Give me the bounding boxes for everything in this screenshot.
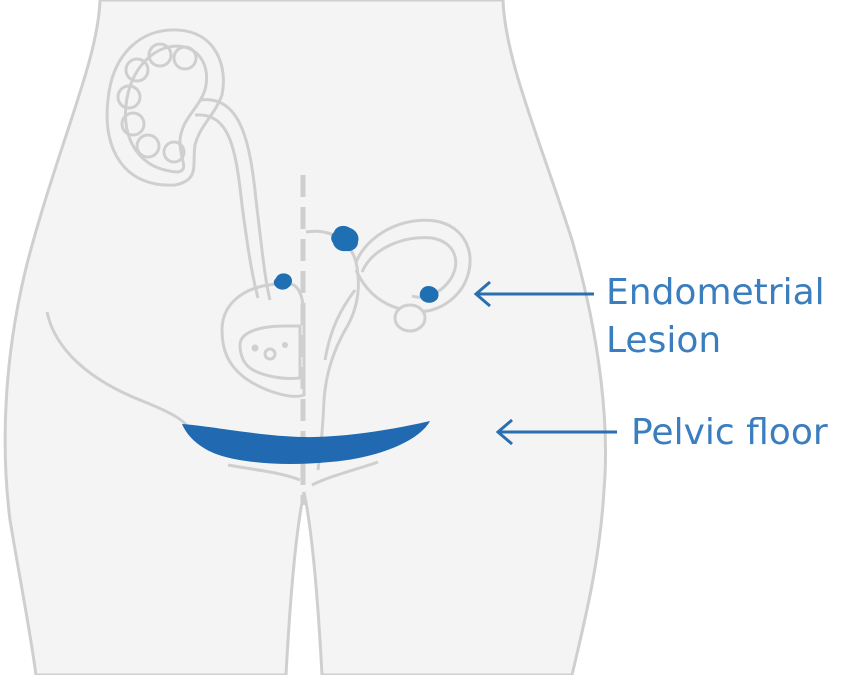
left-groin-line: [45, 311, 192, 431]
kidney-outline: [105, 28, 225, 187]
bottom-line-right: [311, 460, 379, 487]
kidney: [105, 28, 272, 301]
fallopian-tube: [354, 218, 472, 313]
bladder-opening: [263, 347, 277, 361]
lesion-left: [273, 273, 292, 290]
broad-ligament: [323, 289, 357, 361]
kidney-calyces: [116, 42, 198, 164]
pelvic-floor: [182, 421, 430, 464]
endometrial-lesion-label-line1: Endometrial: [606, 272, 825, 313]
pelvic-floor-label: Pelvic floor: [631, 412, 828, 453]
ovary: [393, 303, 427, 333]
bladder-inner: [238, 324, 302, 380]
endometrial-arrow: [473, 280, 594, 308]
bottom-line-left: [227, 463, 301, 482]
ureter: [199, 98, 272, 301]
endometrial-lesion-label-line2: Lesion: [606, 320, 722, 361]
endometrial-lesions: [273, 225, 439, 303]
uterus-and-ovary: [305, 218, 472, 471]
ureter-inner: [194, 113, 260, 299]
lesion-ovary: [419, 286, 439, 303]
groin-lines: [45, 311, 379, 487]
lesion-upper: [331, 225, 359, 252]
pelvic-floor-arrow: [495, 418, 617, 446]
label-arrows: [473, 280, 617, 446]
